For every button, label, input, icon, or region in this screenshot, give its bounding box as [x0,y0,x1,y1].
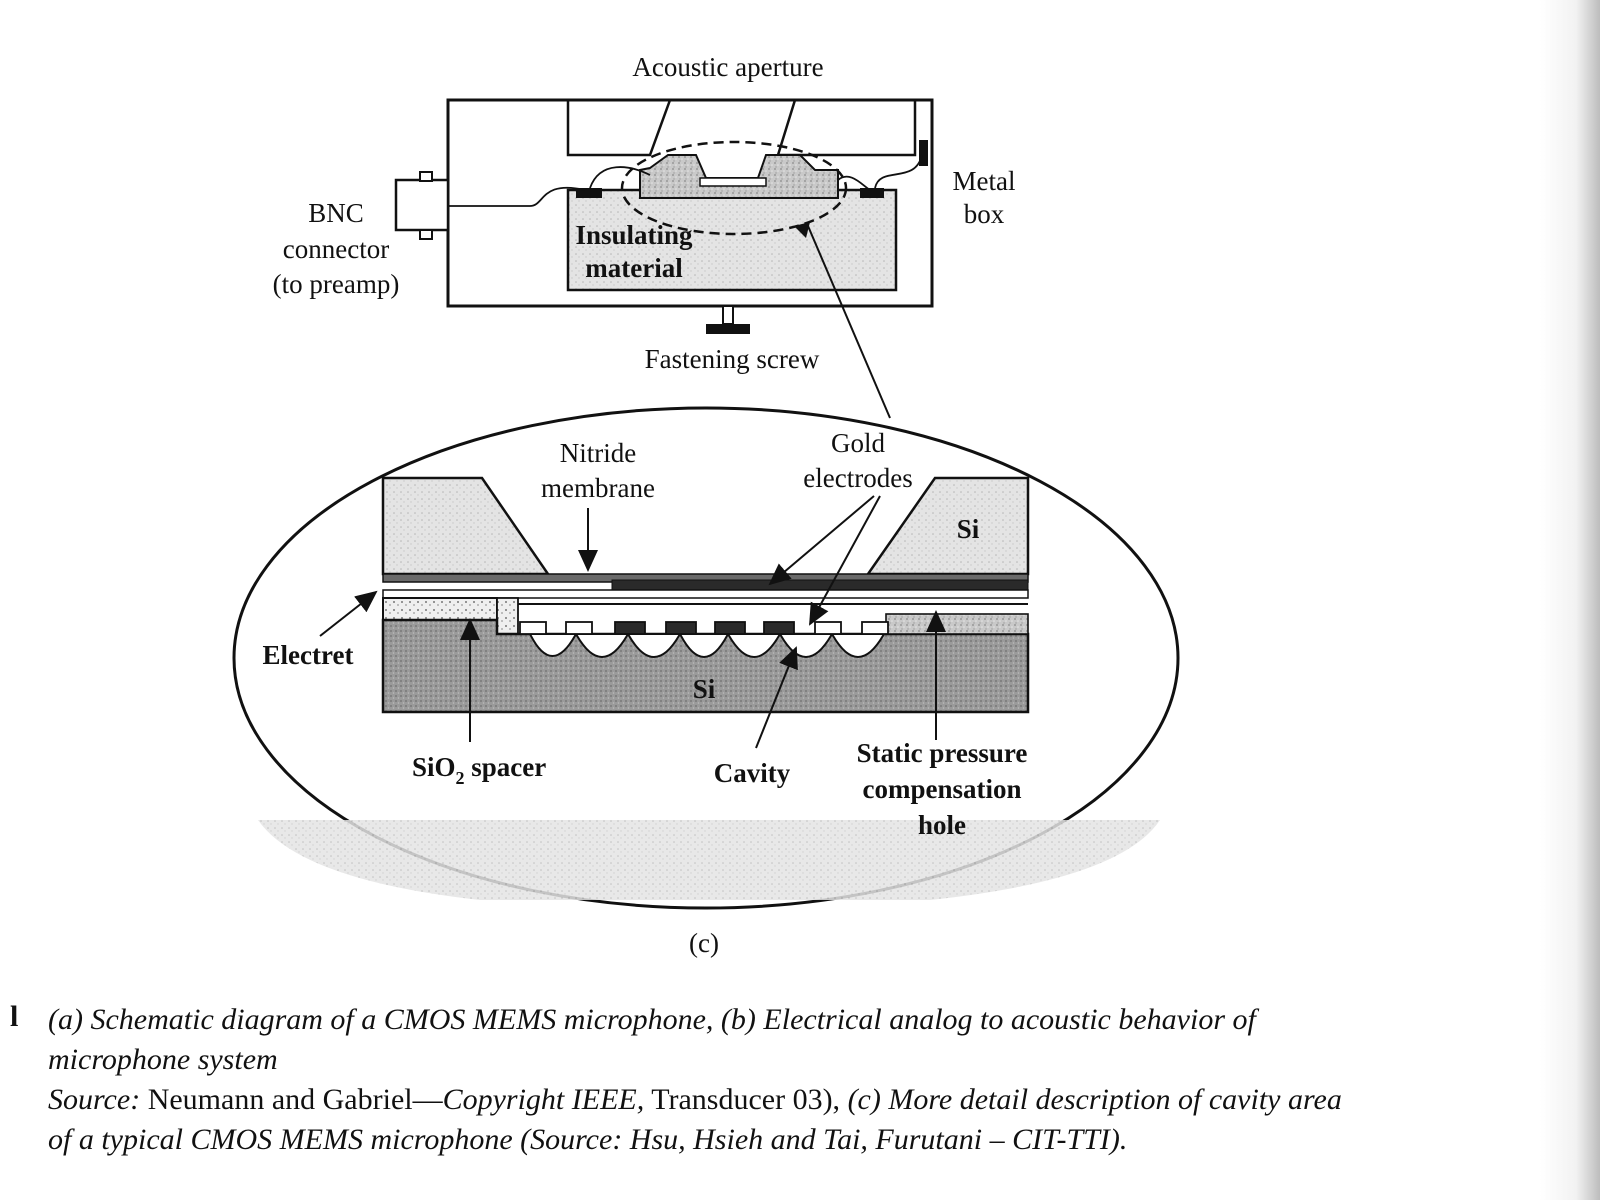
bnc-connector-body [394,178,450,232]
figure-marker: l [10,1000,19,1033]
gold-electrode-pad [665,621,697,635]
page-edge-shadow [1540,0,1600,1200]
label-electret: Electret [263,640,354,670]
sio2-spacer-step [496,597,519,635]
cavity-scallop [726,633,782,658]
upper-housing-right [776,99,917,157]
detail-floor-shading [258,820,1160,900]
bond-wire-right [837,175,871,191]
label-metal-box-1: Metal [953,166,1016,196]
label-insulating-1: Insulating [575,220,693,250]
screw-head [706,324,750,334]
gold-electrode-pad [614,621,646,635]
bond-wire-left [589,166,651,189]
gold-electrode-pad [814,621,842,635]
label-bnc-2: connector [283,234,389,264]
caption-line-4: of a typical CMOS MEMS microphone (Sourc… [48,1120,1548,1160]
upper-housing-left [566,98,672,157]
cavity-scallop [830,633,886,658]
sio2-spacer-block [382,597,498,621]
label-nitride-2: membrane [541,473,655,503]
label-gold-2: electrodes [803,463,912,493]
mems-microphone-diagram: Acoustic aperture Metal box BNC connecto… [232,52,1180,958]
mems-chip [639,154,839,199]
gold-electrode-pad [861,621,889,635]
bottom-electrodes [519,621,889,635]
caption-line-3: Source: Neumann and Gabriel—Copyright IE… [48,1080,1548,1120]
contact-pad-left [576,188,602,198]
label-sio2-main: SiO [412,752,456,782]
cavity-scallop [528,633,578,657]
arrow-electret [319,590,378,637]
label-sio2-spacer: SiO2 spacer [412,752,546,788]
box-contact [919,140,928,166]
label-static-3: hole [918,810,966,840]
cavity-scallop [626,633,682,658]
top-labels: Acoustic aperture Metal box BNC connecto… [273,52,1016,374]
caption-line-1: (a) Schematic diagram of a CMOS MEMS mic… [48,1000,1548,1040]
cavity-detail [232,406,1180,910]
bnc-tab-top [419,171,433,182]
gold-electrode-pad [565,621,593,635]
gold-electrode-pad [763,621,795,635]
caption-line-4-text: of a typical CMOS MEMS microphone (Sourc… [48,1123,1128,1156]
detail-labels: Nitride membrane Gold electrodes Si Si E… [263,428,1028,958]
detail-leader-arrowhead [794,222,810,238]
bond-wire-box [874,154,923,189]
label-metal-box-2: box [964,199,1005,229]
caption-source-copyright: Copyright IEEE, [442,1083,645,1116]
label-static-1: Static pressure [857,738,1028,768]
bond-wire-bnc [448,186,586,207]
caption-line-3-c: (c) More detail description of cavity ar… [840,1083,1342,1116]
bnc-tab-bottom [419,229,433,240]
label-static-2: compensation [862,774,1021,804]
figure-caption: (a) Schematic diagram of a CMOS MEMS mic… [48,1000,1548,1160]
label-insulating-2: material [585,253,683,283]
insulating-block [566,188,898,292]
caption-source-authors: Neumann and Gabriel— [140,1083,443,1116]
detail-region-ellipse [620,140,848,236]
label-fastening-screw: Fastening screw [645,344,820,374]
cavity-scallop [574,633,630,658]
label-bnc-3: (to preamp) [273,269,400,299]
gold-electrode-pad [714,621,746,635]
caption-line-2: microphone system [48,1040,1548,1080]
gold-electrode-pad [519,621,547,635]
metal-box-assembly [394,98,934,419]
chip-membrane [699,177,767,187]
label-cavity: Cavity [714,758,791,788]
label-sio2-subscript: 2 [456,768,465,788]
label-si-top: Si [957,514,980,544]
gold-electrode-top [611,579,1029,591]
label-bnc-1: BNC [308,198,364,228]
caption-line-1-text: (a) Schematic diagram of a CMOS MEMS mic… [48,1003,1256,1036]
arrow-gold-1 [768,495,875,586]
membrane-gap [382,589,1029,599]
label-acoustic-aperture: Acoustic aperture [632,52,823,82]
cavity-scallop [678,633,730,658]
label-si-bottom: Si [693,674,716,704]
right-spacer [885,613,1029,635]
caption-line-2-text: microphone system [48,1043,278,1076]
label-sio2-rest: spacer [465,752,547,782]
screw-shaft [722,305,734,325]
panel-label-c: (c) [689,928,719,958]
detail-leader-line [807,225,891,419]
contact-pad-right [860,188,884,198]
caption-source-transducer: Transducer 03), [644,1083,841,1116]
caption-source-label: Source: [48,1083,141,1116]
label-gold-1: Gold [831,428,886,458]
label-nitride-1: Nitride [560,438,636,468]
arrow-gold-2 [809,495,881,626]
arrow-cavity [755,646,798,749]
